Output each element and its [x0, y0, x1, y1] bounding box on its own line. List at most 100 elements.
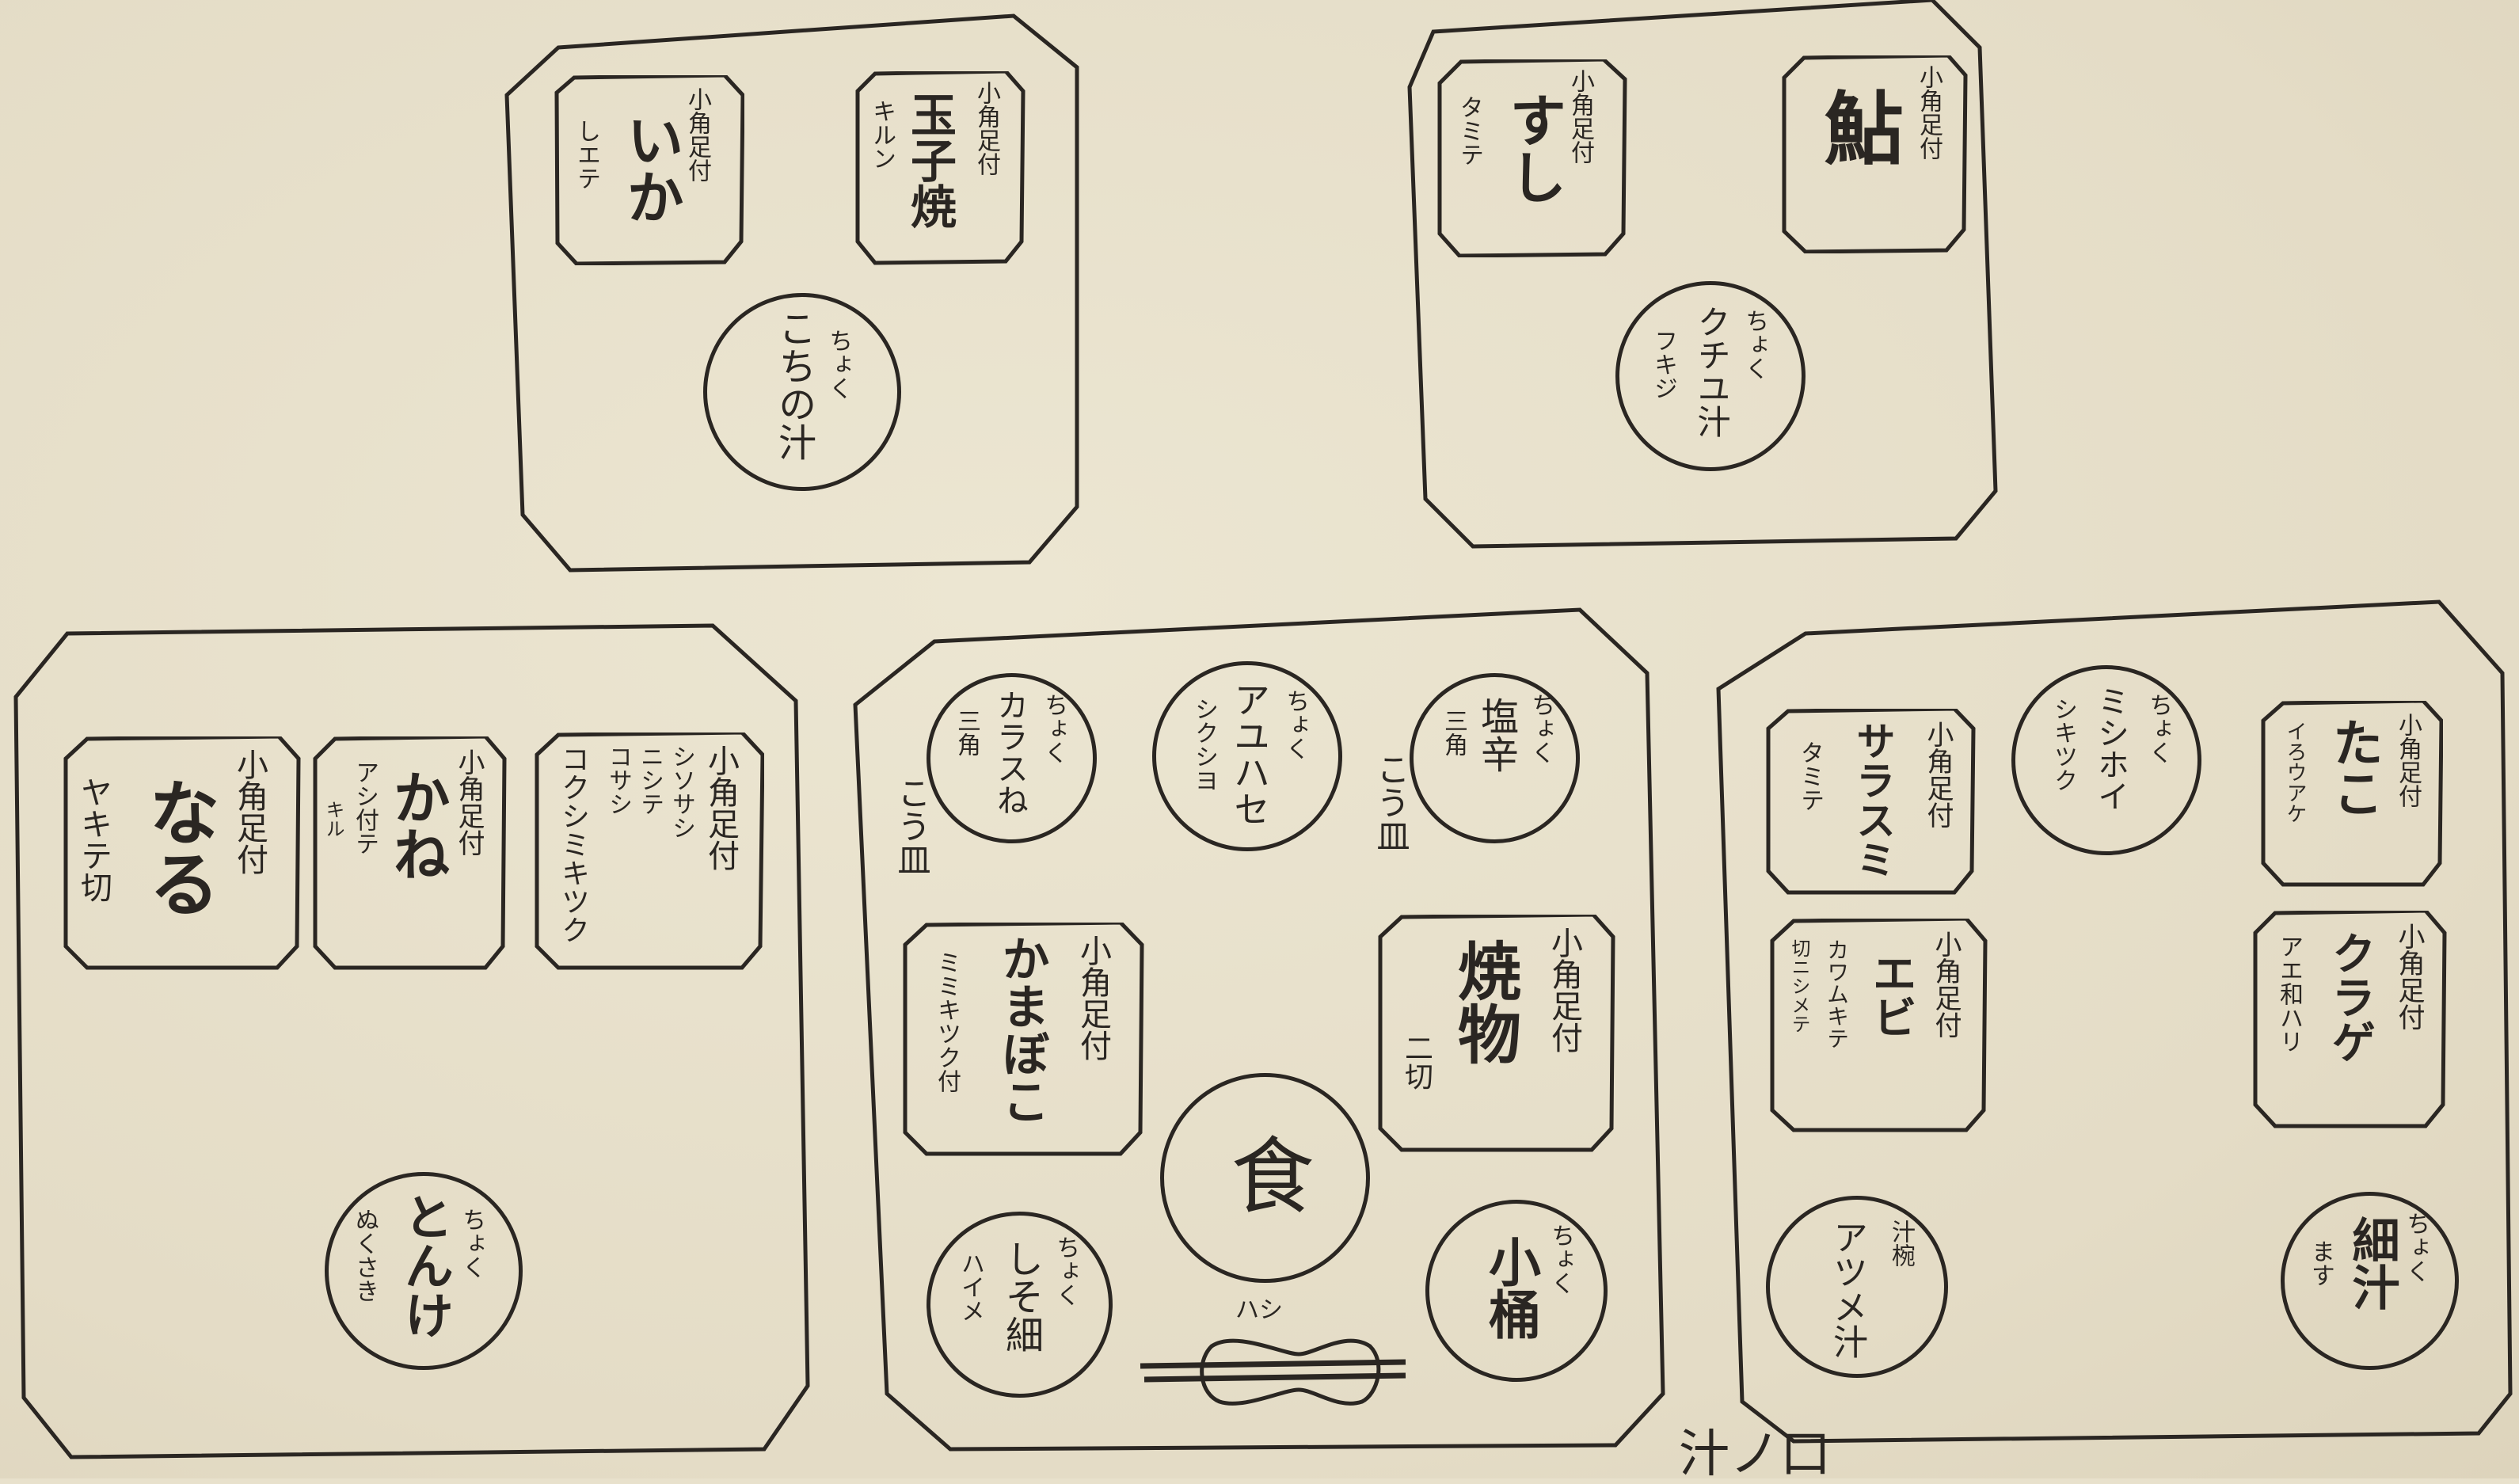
bowl-top-text: ちょく — [1527, 693, 1554, 764]
bowl-top-text: ちょく — [2402, 1212, 2430, 1283]
box-header: 小角足付 — [1075, 934, 1111, 1061]
box-main-text: クラゲ — [2324, 930, 2376, 1064]
box-header: 小角足付 — [2393, 923, 2425, 1030]
box-header: 小角足付 — [1922, 721, 1954, 828]
box-header: 小角足付 — [683, 87, 711, 182]
bowl-top-text: ちょく — [1040, 693, 1067, 764]
tray-3-box-a: 小角足付 なる ヤキテ切 — [63, 736, 301, 970]
tray-3-outline — [13, 623, 810, 1459]
bowl-top-text: ちょく — [1281, 689, 1309, 760]
box-header: 小角足付 — [453, 748, 485, 856]
box-main-text: 玉子焼 — [903, 91, 957, 229]
tray-4-bowl-3: ちょく 塩辛 三角 — [1410, 673, 1580, 843]
box-main-text: 鮎 — [1810, 87, 1904, 166]
bowl-main-text: 塩辛 — [1474, 697, 1518, 773]
box-side-text: カワムキテ — [1824, 938, 1850, 1049]
bowl-main-text: とんけ — [396, 1192, 454, 1339]
tray-4 — [853, 607, 1665, 1452]
bowl-side-text: ハイメ — [957, 1251, 984, 1322]
box-header: 小角足付 — [702, 744, 739, 871]
bowl-top-text: ちょく — [824, 329, 852, 400]
bowl-side-text: フキジ — [1650, 329, 1677, 400]
tray-1-box-a: 小角足付 いか しエテ — [554, 75, 744, 265]
chopsticks-label: ハシ — [1235, 1296, 1283, 1324]
bowl-side-text: ぬくさき — [351, 1208, 379, 1303]
box-side-text: ヤキテ切 — [75, 776, 112, 903]
bowl-main-text: しそ細 — [999, 1239, 1043, 1353]
tray-5-bowl-3: ちょく 細汁 ます — [2281, 1192, 2459, 1370]
bowl-side-text: ます — [2307, 1239, 2334, 1287]
tray-4-center-bowl: 食 — [1160, 1073, 1370, 1283]
tray-5-box-b: 小角足付 たこ イろウアケ — [2261, 701, 2443, 887]
box-header: 小角足付 — [1546, 927, 1582, 1053]
bowl-top-text: 汁椀 — [1887, 1220, 1915, 1267]
bowl-main-text: カラスね — [991, 689, 1028, 816]
bowl-main-text: 細汁 — [2344, 1216, 2399, 1311]
tray-4-box-a: 小角足付 かまぼこ ミミキツク付 — [903, 923, 1144, 1156]
tray-3-bowl: ちょく とんけ ぬくさき — [325, 1172, 523, 1370]
tray-4-bowl-2: ちょく アユハセ シクシヨ — [1152, 661, 1342, 851]
tray-2-bowl: ちょく クチユ汁 フキジ — [1615, 281, 1806, 471]
tray-1-box-b: 小角足付 玉子焼 キルン — [855, 71, 1025, 265]
tray-1-outline — [504, 13, 1079, 573]
bowl-main-text: ミシホイ — [2092, 685, 2129, 812]
box-main-text: 焼物 — [1448, 938, 1522, 1065]
box-line-1: シソサシ — [668, 744, 695, 839]
bowl-side-text: シキツク — [2049, 697, 2077, 792]
bowl-main-text: 小桶 — [1480, 1235, 1542, 1340]
tray-5-bowl-2: 汁椀 アツメ汁 — [1766, 1196, 1948, 1378]
box-side-text: タミテ — [1455, 95, 1483, 166]
tray-4-bowl-5: ちょく 小桶 — [1425, 1200, 1608, 1382]
box-header: 小角足付 — [231, 748, 268, 875]
bowl-side-text: 三角 — [1440, 709, 1467, 756]
tray-5 — [1716, 599, 2513, 1444]
tray-4-outline — [853, 607, 1665, 1452]
box-main-text: かまぼこ — [994, 934, 1049, 1124]
tray-5-box-d: 小角足付 エビ カワムキテ 切ニシメテ — [1770, 919, 1988, 1132]
box-main-text: いか — [617, 111, 684, 225]
bottom-note: 汁ノ口 — [1679, 1425, 1831, 1484]
chopsticks-icon — [1140, 1338, 1406, 1406]
tray-3 — [13, 623, 810, 1459]
box-main-text: すし — [1500, 91, 1567, 205]
box-main-text: かね — [383, 768, 451, 882]
box-line-2: ニシテ — [636, 744, 664, 816]
tray-5-outline — [1716, 599, 2513, 1444]
box-side-text-2: 切ニシメテ — [1788, 938, 1810, 1033]
bowl-top-text: ちょく — [1741, 309, 1768, 380]
box-side-text: ミミキツク付 — [933, 950, 961, 1093]
box-side-text-2: キル — [322, 800, 344, 838]
box-header: 小角足付 — [1566, 69, 1594, 164]
box-header: 小角足付 — [1915, 65, 1943, 160]
box-side-text: アシ付テ — [351, 760, 379, 855]
box-main-text: なる — [136, 776, 220, 919]
box-header: 小角足付 — [1930, 930, 1962, 1038]
box-side-text: キルン — [868, 99, 896, 170]
bowl-top-text: ちょく — [458, 1208, 485, 1279]
tray-3-box-c: 小角足付 シソサシ ニシテ コサシ コクシミキツク — [535, 732, 764, 970]
box-side-text: イろウアケ — [2283, 721, 2307, 824]
tray-4-bowl-4: ちょく しそ細 ハイメ — [927, 1212, 1113, 1398]
bowl-top-text: ちょく — [1547, 1223, 1574, 1295]
box-side-text: しエテ — [573, 119, 600, 190]
tray-2-box-a: 小角足付 すし タミテ — [1437, 59, 1627, 257]
bowl-side-text: 三角 — [953, 709, 980, 756]
bowl-side-text: シクシヨ — [1190, 697, 1218, 792]
tray-5-bowl-1: ちょく ミシホイ シキツク — [2011, 665, 2201, 855]
tray-4-box-b: 小角足付 焼物 二切 — [1378, 915, 1615, 1152]
tray-5-box-a: 小角足付 サラスミ タミテ — [1766, 709, 1976, 895]
bowl-main-text: クチユ汁 — [1692, 305, 1731, 438]
tray-1-bowl: ちょく こちの汁 — [703, 293, 901, 491]
box-side-text: アエ和ハリ — [2275, 934, 2303, 1053]
tray-5-box-e: 小角足付 クラゲ アエ和ハリ — [2253, 911, 2447, 1128]
tray-2 — [1407, 0, 1998, 554]
tray-4-bowl-1: ちょく カラスね 三角 — [927, 673, 1097, 843]
bowl-main-text: 食 — [1217, 1132, 1314, 1216]
bowl-main-text: アユハセ — [1228, 681, 1271, 827]
tray-4-note-3: こう皿 — [1372, 752, 1410, 852]
box-main-text: エビ — [1865, 950, 1917, 1039]
box-line-3: コサシ — [604, 744, 632, 816]
bowl-top-text: ちょく — [1052, 1235, 1079, 1307]
bowl-top-text: ちょく — [2144, 693, 2172, 764]
